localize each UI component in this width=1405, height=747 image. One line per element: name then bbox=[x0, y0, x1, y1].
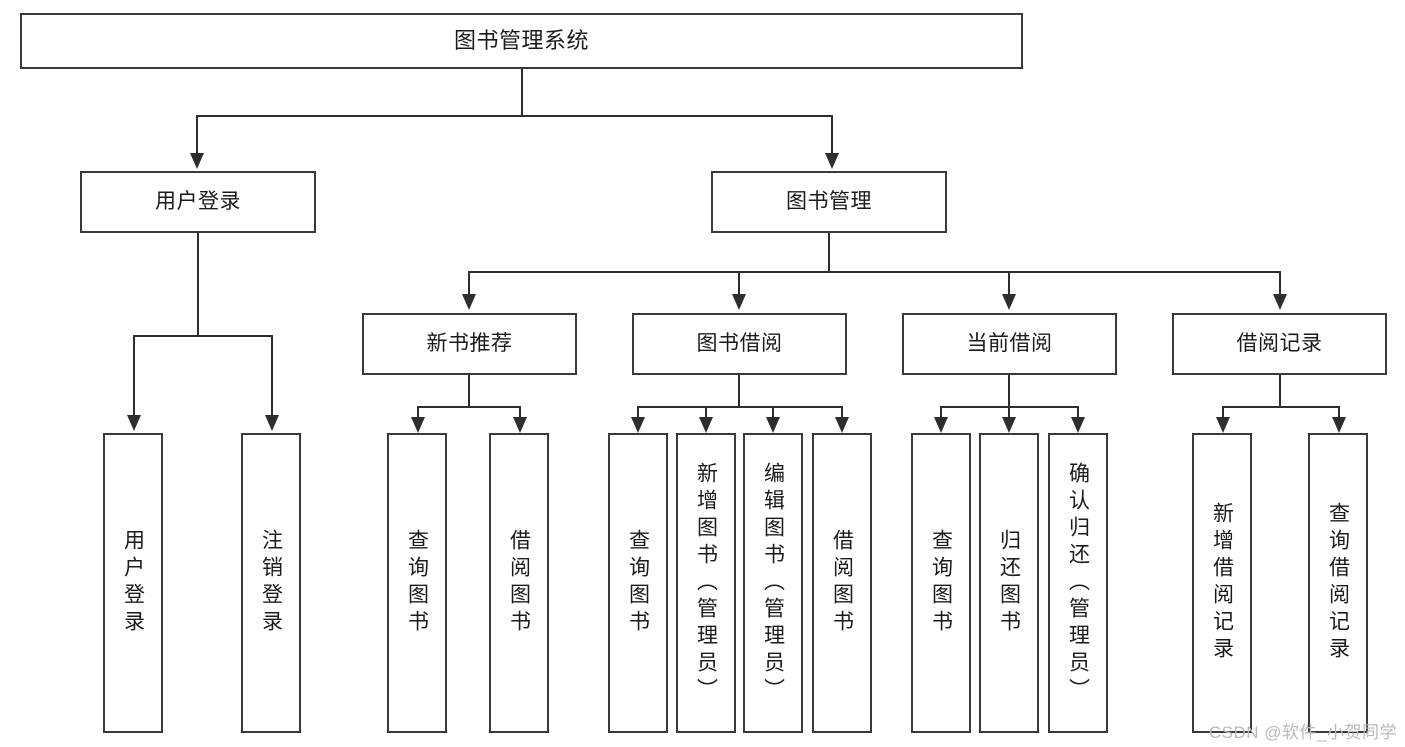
leaf-record-add[interactable]: 新增借阅记录 bbox=[1192, 433, 1252, 733]
leaf-logout[interactable]: 注销登录 bbox=[241, 433, 301, 733]
node-label: 用户登录 bbox=[155, 189, 241, 213]
node-label: 确认归还（管理员） bbox=[1066, 461, 1090, 705]
leaf-new-book-query[interactable]: 查询图书 bbox=[387, 433, 447, 733]
node-label: 图书管理 bbox=[786, 189, 872, 213]
connector-new-book-trunk bbox=[468, 375, 470, 407]
connector-record-bus bbox=[1222, 406, 1338, 408]
leaf-borrow-add-book[interactable]: 新增图书（管理员） bbox=[676, 433, 736, 733]
connector-book-mgmt-to-current bbox=[1008, 271, 1010, 296]
connector-user-login-bus bbox=[133, 335, 272, 337]
arrowhead-current-leaf-2 bbox=[1002, 417, 1016, 433]
leaf-record-query[interactable]: 查询借阅记录 bbox=[1308, 433, 1368, 733]
arrowhead-borrow-leaf-2 bbox=[699, 417, 713, 433]
node-new-book-recommend[interactable]: 新书推荐 bbox=[362, 313, 577, 375]
connector-book-mgmt-to-new-book bbox=[468, 271, 470, 296]
connector-user-login-to-leaf-1 bbox=[133, 335, 135, 417]
node-book-borrow[interactable]: 图书借阅 bbox=[632, 313, 847, 375]
arrowhead-record-leaf-2 bbox=[1332, 417, 1346, 433]
node-label: 用户登录 bbox=[121, 529, 145, 637]
leaf-current-confirm-return[interactable]: 确认归还（管理员） bbox=[1048, 433, 1108, 733]
node-user-login[interactable]: 用户登录 bbox=[80, 171, 316, 233]
node-label: 查询图书 bbox=[929, 529, 953, 637]
arrowhead-new-book-leaf-1 bbox=[411, 417, 425, 433]
connector-root-to-book-mgmt bbox=[831, 115, 833, 155]
node-label: 编辑图书（管理员） bbox=[761, 461, 785, 705]
connector-borrow-trunk bbox=[738, 375, 740, 407]
node-label: 借阅记录 bbox=[1236, 331, 1323, 355]
arrowhead-new-book bbox=[462, 294, 476, 310]
leaf-current-query[interactable]: 查询图书 bbox=[911, 433, 971, 733]
arrowhead-borrow-leaf-3 bbox=[766, 417, 780, 433]
node-label: 当前借阅 bbox=[966, 331, 1053, 355]
connector-new-book-leaf-2 bbox=[519, 406, 521, 420]
connector-borrow-leaf-2 bbox=[705, 406, 707, 420]
arrowhead-user-login-leaf-1 bbox=[127, 415, 141, 431]
arrowhead-record-leaf-1 bbox=[1216, 417, 1230, 433]
arrowhead-borrow-leaf-4 bbox=[835, 417, 849, 433]
connector-user-login-to-leaf-2 bbox=[271, 335, 273, 417]
connector-root-to-user-login bbox=[196, 115, 198, 155]
node-label: 新书推荐 bbox=[426, 331, 513, 355]
connector-book-mgmt-trunk bbox=[828, 233, 830, 272]
node-label: 新增图书（管理员） bbox=[694, 461, 718, 705]
node-label: 借阅图书 bbox=[830, 529, 854, 637]
node-current-borrow[interactable]: 当前借阅 bbox=[902, 313, 1117, 375]
arrowhead-user-login-leaf-2 bbox=[265, 415, 279, 431]
arrowhead-to-user-login bbox=[190, 153, 204, 169]
connector-current-leaf-2 bbox=[1008, 406, 1010, 420]
node-label: 图书管理系统 bbox=[453, 28, 589, 54]
connector-new-book-bus bbox=[417, 406, 520, 408]
arrowhead-borrow bbox=[732, 294, 746, 310]
node-label: 图书借阅 bbox=[696, 331, 783, 355]
arrowhead-current-leaf-1 bbox=[934, 417, 948, 433]
node-label: 归还图书 bbox=[997, 529, 1021, 637]
node-label: 查询图书 bbox=[626, 529, 650, 637]
connector-book-mgmt-to-record bbox=[1279, 271, 1281, 296]
leaf-borrow-book[interactable]: 借阅图书 bbox=[812, 433, 872, 733]
connector-user-login-trunk bbox=[197, 233, 199, 336]
node-label: 新增借阅记录 bbox=[1210, 502, 1234, 664]
arrowhead-current bbox=[1002, 294, 1016, 310]
node-label: 查询图书 bbox=[405, 529, 429, 637]
arrowhead-to-book-mgmt bbox=[825, 153, 839, 169]
connector-record-leaf-2 bbox=[1338, 406, 1340, 420]
leaf-current-return[interactable]: 归还图书 bbox=[979, 433, 1039, 733]
connector-root-trunk bbox=[521, 69, 523, 116]
node-label: 注销登录 bbox=[259, 529, 283, 637]
arrowhead-new-book-leaf-2 bbox=[513, 417, 527, 433]
connector-current-leaf-3 bbox=[1077, 406, 1079, 420]
connector-borrow-leaf-1 bbox=[637, 406, 639, 420]
node-label: 查询借阅记录 bbox=[1326, 502, 1350, 664]
connector-new-book-leaf-1 bbox=[417, 406, 419, 420]
connector-borrow-leaf-4 bbox=[841, 406, 843, 420]
arrowhead-borrow-leaf-1 bbox=[631, 417, 645, 433]
node-book-management[interactable]: 图书管理 bbox=[711, 171, 947, 233]
connector-current-leaf-1 bbox=[940, 406, 942, 420]
arrowhead-record bbox=[1273, 294, 1287, 310]
connector-current-trunk bbox=[1008, 375, 1010, 407]
leaf-borrow-query[interactable]: 查询图书 bbox=[608, 433, 668, 733]
node-label: 借阅图书 bbox=[507, 529, 531, 637]
connector-record-trunk bbox=[1279, 375, 1281, 407]
node-borrow-record[interactable]: 借阅记录 bbox=[1172, 313, 1387, 375]
leaf-borrow-edit-book[interactable]: 编辑图书（管理员） bbox=[743, 433, 803, 733]
connector-root-bus bbox=[196, 115, 833, 117]
connector-borrow-bus bbox=[637, 406, 842, 408]
connector-book-mgmt-bus bbox=[468, 271, 1280, 273]
node-root-system[interactable]: 图书管理系统 bbox=[20, 13, 1023, 69]
arrowhead-current-leaf-3 bbox=[1071, 417, 1085, 433]
leaf-user-login[interactable]: 用户登录 bbox=[103, 433, 163, 733]
connector-record-leaf-1 bbox=[1222, 406, 1224, 420]
connector-book-mgmt-to-borrow bbox=[738, 271, 740, 296]
leaf-new-book-borrow[interactable]: 借阅图书 bbox=[489, 433, 549, 733]
connector-borrow-leaf-3 bbox=[772, 406, 774, 420]
